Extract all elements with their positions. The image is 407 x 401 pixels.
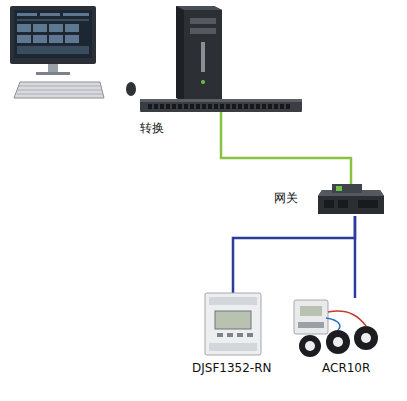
keyboard-keys bbox=[17, 86, 103, 94]
meter-device: ACR10R bbox=[290, 298, 382, 360]
drive-bay bbox=[190, 18, 216, 24]
meter-device: DJSF1352-RN bbox=[205, 293, 261, 355]
monitor bbox=[10, 6, 96, 64]
gateway-device: 网关 bbox=[318, 184, 384, 216]
device-art bbox=[290, 298, 382, 360]
monitor-screen bbox=[14, 10, 92, 58]
ethernet-line bbox=[221, 112, 351, 184]
device-label: ACR10R bbox=[322, 361, 370, 375]
monitor-base bbox=[36, 72, 70, 75]
keyboard bbox=[14, 82, 104, 98]
power-light bbox=[201, 80, 205, 84]
device-art bbox=[205, 293, 261, 355]
device-art bbox=[140, 99, 302, 112]
server-front bbox=[184, 10, 222, 102]
drive-bay bbox=[190, 28, 216, 34]
device-label: 网关 bbox=[274, 191, 298, 205]
screen-content bbox=[17, 13, 89, 54]
mouse bbox=[126, 82, 136, 96]
network-switch: 转换 bbox=[140, 99, 302, 112]
server-stripe bbox=[201, 42, 205, 72]
server-tower bbox=[176, 6, 222, 102]
bus-line bbox=[233, 216, 355, 293]
bus-line bbox=[354, 216, 357, 298]
server-top bbox=[176, 6, 222, 10]
device-art bbox=[318, 184, 384, 216]
monitor-neck bbox=[48, 64, 58, 72]
device-label: 转换 bbox=[140, 121, 164, 135]
device-label: DJSF1352-RN bbox=[192, 361, 271, 375]
